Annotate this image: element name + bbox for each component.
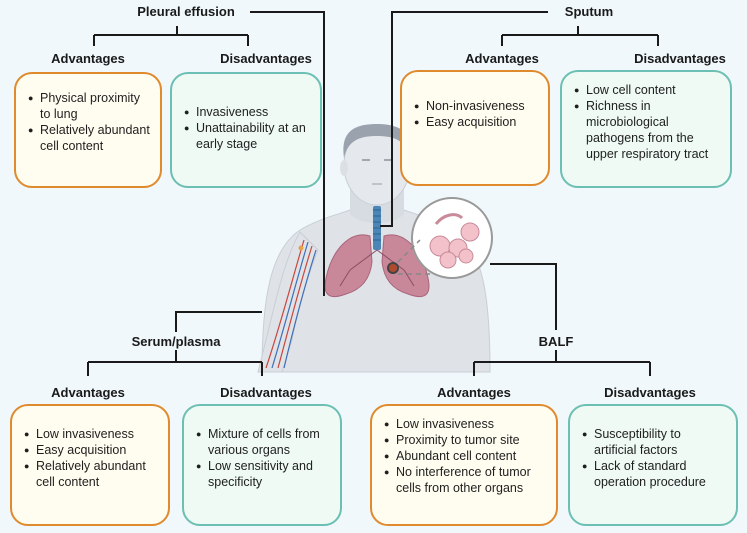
serum-disadvantages-label: Disadvantages (220, 385, 312, 400)
pleural-advantages-label: Advantages (51, 51, 125, 66)
list-item: Richness in microbiological pathogens fr… (574, 98, 720, 162)
balf-advantages-label: Advantages (437, 385, 511, 400)
list-item: Unattainability at an early stage (184, 120, 310, 152)
pleural-disadvantages-label: Disadvantages (220, 51, 312, 66)
pleural-disadvantages-box: Invasiveness Unattainability at an early… (170, 72, 322, 188)
list-item: Low invasiveness (24, 426, 158, 442)
list-item: Low sensitivity and specificity (196, 458, 330, 490)
list-item: Easy acquisition (414, 114, 538, 130)
list-item: No interference of tumor cells from othe… (384, 464, 546, 496)
pleural-connector (250, 11, 325, 296)
sputum-advantages-box: Non-invasiveness Easy acquisition (400, 70, 550, 186)
sputum-connector (380, 11, 548, 227)
sputum-title: Sputum (564, 4, 614, 19)
list-item: Physical proximity to lung (28, 90, 150, 122)
serum-advantages-box: Low invasiveness Easy acquisition Relati… (10, 404, 170, 526)
list-item: Low invasiveness (384, 416, 546, 432)
balf-advantages-box: Low invasiveness Proximity to tumor site… (370, 404, 558, 526)
pleural-effusion-title: Pleural effusion (137, 4, 235, 19)
balf-connector (490, 263, 557, 330)
list-item: Low cell content (574, 82, 720, 98)
serum-advantages-label: Advantages (51, 385, 125, 400)
balf-disadvantages-label: Disadvantages (604, 385, 696, 400)
connector-lines (87, 11, 659, 376)
list-item: Lack of standard operation procedure (582, 458, 726, 490)
alveoli-magnified-illustration (397, 197, 493, 279)
list-item: Proximity to tumor site (384, 432, 546, 448)
list-item: Susceptibility to artificial factors (582, 426, 726, 458)
balf-disadvantages-box: Susceptibility to artificial factors Lac… (568, 404, 738, 526)
list-item: Easy acquisition (24, 442, 158, 458)
serum-plasma-title: Serum/plasma (131, 334, 221, 349)
sputum-disadvantages-box: Low cell content Richness in microbiolog… (560, 70, 732, 188)
balf-title: BALF (538, 334, 574, 349)
list-item: Mixture of cells from various organs (196, 426, 330, 458)
list-item: Abundant cell content (384, 448, 546, 464)
list-item: Relatively abundant cell content (24, 458, 158, 490)
sputum-advantages-label: Advantages (465, 51, 539, 66)
pleural-advantages-box: Physical proximity to lung Relatively ab… (14, 72, 162, 188)
list-item: Non-invasiveness (414, 98, 538, 114)
serum-disadvantages-box: Mixture of cells from various organs Low… (182, 404, 342, 526)
sputum-disadvantages-label: Disadvantages (634, 51, 726, 66)
serum-connector (175, 311, 262, 332)
list-item: Relatively abundant cell content (28, 122, 150, 154)
list-item: Invasiveness (184, 104, 310, 120)
